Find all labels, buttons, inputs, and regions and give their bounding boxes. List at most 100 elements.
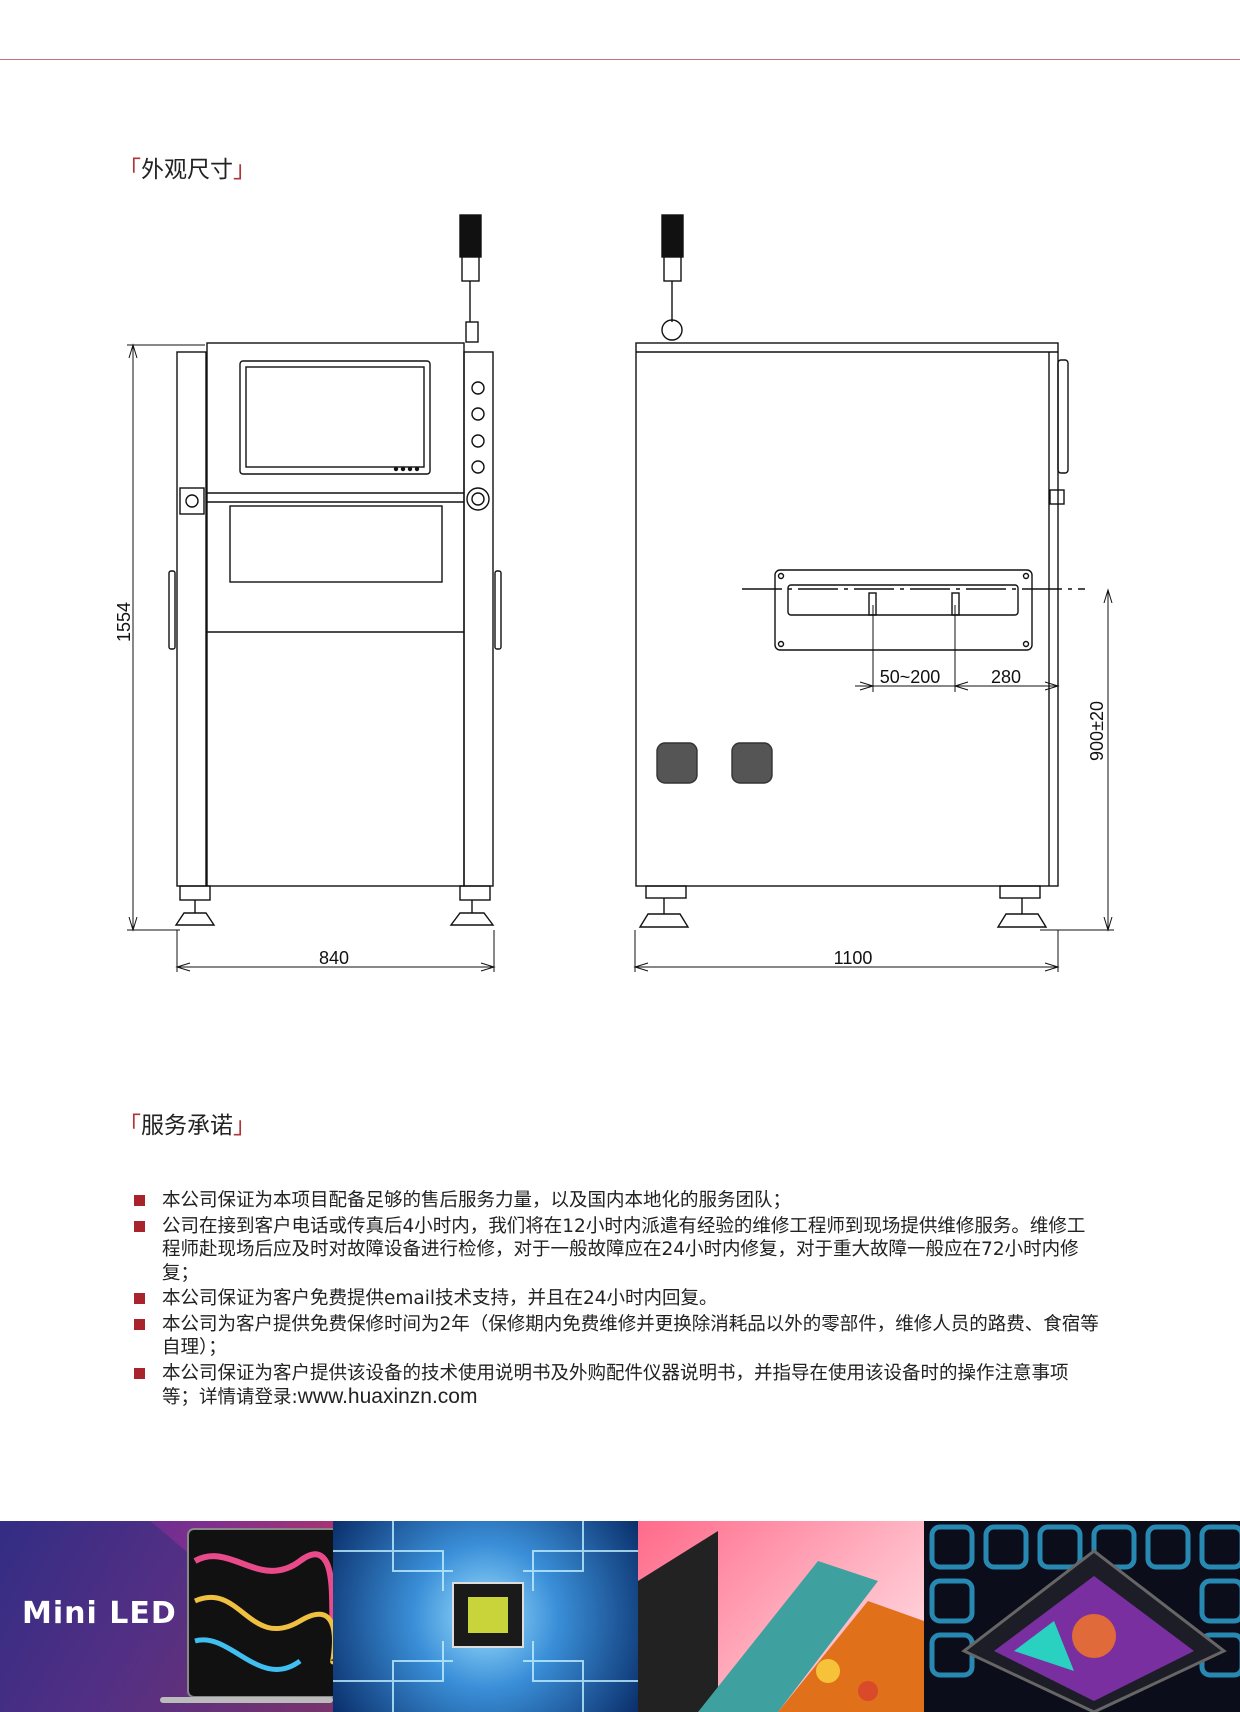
monitor-led (393, 466, 399, 472)
bracket-close: 」 (233, 157, 256, 183)
plate-screw (1022, 640, 1030, 648)
service-item: 本公司为客户提供免费保修时间为2年（保修期内免费维修并更换除消耗品以外的零部件，… (132, 1313, 1102, 1360)
side-signal-tower (661, 214, 684, 258)
side-monitor-edge (1057, 359, 1069, 474)
monitor-led (400, 466, 406, 472)
dim-label-range: 50~200 (880, 667, 941, 687)
front-handle-left (168, 570, 176, 650)
front-right-column (463, 351, 494, 887)
dimension-lines (127, 343, 1114, 972)
side-conveyor-slot (787, 584, 1019, 616)
chip-illustration (333, 1521, 638, 1712)
bracket-open: 「 (118, 157, 141, 183)
front-button (471, 434, 485, 448)
front-side-switch-knob (185, 494, 199, 508)
side-view (635, 214, 1085, 928)
banner-panel-chip (333, 1521, 638, 1712)
plate-screw (1022, 572, 1030, 580)
dimension-drawing: 1554 840 1100 900±20 50~200 280 (114, 214, 1114, 972)
side-latch (1049, 489, 1065, 505)
square-bullet-icon (134, 1220, 145, 1232)
arrow (1103, 916, 1113, 932)
monitor-led (414, 466, 420, 472)
display-illustration (638, 1531, 924, 1712)
arrow (128, 916, 138, 932)
dim-label-side-height: 900±20 (1087, 701, 1107, 761)
front-foot (459, 885, 491, 901)
front-handle-right (494, 570, 502, 650)
square-bullet-icon (134, 1318, 145, 1330)
dim-label-front-height: 1554 (114, 602, 134, 642)
side-foot-pad (638, 913, 690, 928)
service-item: 本公司保证为本项目配备足够的售后服务力量，以及国内本地化的服务团队； (132, 1189, 1102, 1213)
front-left-column (176, 351, 207, 887)
square-bullet-icon (134, 1367, 145, 1379)
front-side-switch (179, 487, 205, 515)
side-foot (645, 885, 687, 899)
front-signal-tower (459, 214, 482, 258)
dimension-labels: 1554 840 1100 900±20 50~200 280 (114, 602, 1107, 968)
service-item: 本公司保证为客户提供该设备的技术使用说明书及外购配件仪器说明书，并指导在使用该设… (132, 1362, 1102, 1410)
arrow (859, 681, 875, 691)
service-item: 本公司保证为客户免费提供email技术支持，并且在24小时内回复。 (132, 1287, 1102, 1311)
side-signal-tower-base (663, 256, 682, 282)
dim-label-offset: 280 (991, 667, 1021, 687)
arrow (480, 962, 496, 972)
service-item-text: 公司在接到客户电话或传真后4小时内，我们将在12小时内派遣有经验的维修工程师到现… (162, 1215, 1086, 1284)
front-monitor-screen (245, 366, 425, 468)
banner-label: Mini LED (22, 1596, 177, 1631)
front-foot-pad (174, 912, 216, 926)
service-item-text: 本公司保证为本项目配备足够的售后服务力量，以及国内本地化的服务团队； (162, 1190, 792, 1211)
front-button (471, 407, 485, 421)
front-foot (179, 885, 211, 901)
top-rule (0, 59, 1240, 60)
service-item-text: 本公司为客户提供免费保修时间为2年（保修期内免费维修并更换除消耗品以外的零部件，… (162, 1313, 1099, 1359)
side-vent (731, 742, 773, 784)
arrow (175, 962, 191, 972)
service-item: 公司在接到客户电话或传真后4小时内，我们将在12小时内派遣有经验的维修工程师到现… (132, 1215, 1102, 1286)
tablet-illustration (929, 1524, 1240, 1712)
front-button (471, 460, 485, 474)
banner-panel-tablet (924, 1521, 1240, 1712)
bracket-open: 「 (118, 1113, 141, 1139)
bracket-close: 」 (233, 1113, 256, 1139)
plate-screw (777, 572, 785, 580)
section-title-dimensions: 「外观尺寸」 (118, 150, 256, 184)
section-title-service: 「服务承诺」 (118, 1106, 256, 1140)
front-foot-pad (449, 912, 495, 926)
side-conveyor-plate (774, 569, 1033, 651)
arrow (1103, 588, 1113, 604)
dim-label-side-width: 1100 (834, 948, 873, 968)
side-foot (999, 885, 1041, 899)
service-list: 本公司保证为本项目配备足够的售后服务力量，以及国内本地化的服务团队； 公司在接到… (132, 1189, 1102, 1412)
front-signal-tower-base (461, 256, 480, 282)
side-body (635, 342, 1059, 887)
side-foot-pad (996, 913, 1048, 928)
emergency-stop-inner (471, 492, 485, 506)
front-monitor-frame (239, 360, 431, 475)
arrow (1044, 962, 1060, 972)
dim-label-front-width: 840 (319, 948, 349, 968)
service-item-text: 本公司保证为客户提供该设备的技术使用说明书及外购配件仪器说明书，并指导在使用该设… (162, 1362, 1069, 1409)
website-link[interactable]: www.huaxinzn.com (297, 1385, 478, 1408)
monitor-led (407, 466, 413, 472)
side-tower-ball (661, 319, 683, 341)
front-view (168, 214, 502, 926)
side-vent (656, 742, 698, 784)
banner-panel-display (638, 1521, 924, 1712)
plate-screw (777, 640, 785, 648)
arrow (633, 962, 649, 972)
product-banner: Mini LED (0, 1521, 1240, 1712)
arrow (128, 343, 138, 359)
section-title-dimensions-text: 外观尺寸 (141, 157, 233, 183)
square-bullet-icon (134, 1293, 145, 1304)
front-tower-clamp (465, 321, 479, 343)
service-item-text: 本公司保证为客户免费提供email技术支持，并且在24小时内回复。 (162, 1288, 718, 1309)
front-window (229, 505, 443, 583)
arrow (1044, 681, 1060, 691)
laptop-illustration (0, 1521, 333, 1712)
section-title-service-text: 服务承诺 (141, 1113, 233, 1139)
banner-panel-mini-led: Mini LED (0, 1521, 333, 1712)
front-button (471, 381, 485, 395)
arrow (953, 681, 969, 691)
